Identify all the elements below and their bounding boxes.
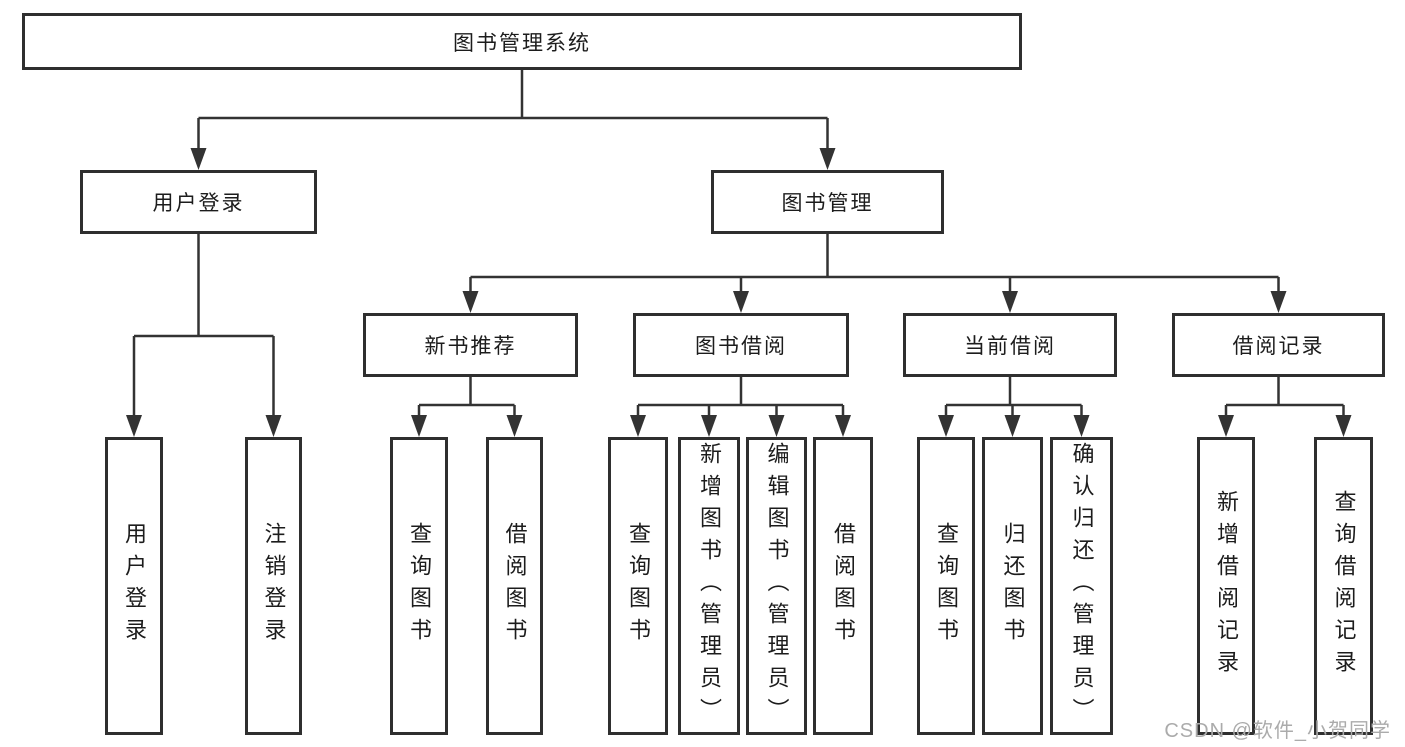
leaf-records-query-record: 查询借阅记录 [1314,437,1373,735]
leaf-logout: 注销登录 [245,437,302,735]
csdn-watermark: CSDN @软件_小贺同学 [1164,720,1391,742]
leaf-current-query-books: 查询图书 [917,437,975,735]
leaf-borrowing-add-books-admin: 新增图书（管理员） [678,437,740,735]
node-book-management: 图书管理 [711,170,944,234]
node-borrow-records: 借阅记录 [1172,313,1385,377]
leaf-current-confirm-return-admin: 确认归还（管理员） [1050,437,1113,735]
node-user-login: 用户登录 [80,170,317,234]
node-root-system: 图书管理系统 [22,13,1022,70]
leaf-recommend-borrow-books: 借阅图书 [486,437,543,735]
leaf-records-add-record: 新增借阅记录 [1197,437,1255,735]
leaf-recommend-query-books: 查询图书 [390,437,448,735]
leaf-current-return-books: 归还图书 [982,437,1043,735]
node-new-book-recommend: 新书推荐 [363,313,578,377]
leaf-borrowing-borrow-books: 借阅图书 [813,437,873,735]
leaf-user-login: 用户登录 [105,437,163,735]
node-book-borrowing: 图书借阅 [633,313,849,377]
leaf-borrowing-edit-books-admin: 编辑图书（管理员） [746,437,807,735]
leaf-borrowing-query-books: 查询图书 [608,437,668,735]
node-current-borrowing: 当前借阅 [903,313,1117,377]
